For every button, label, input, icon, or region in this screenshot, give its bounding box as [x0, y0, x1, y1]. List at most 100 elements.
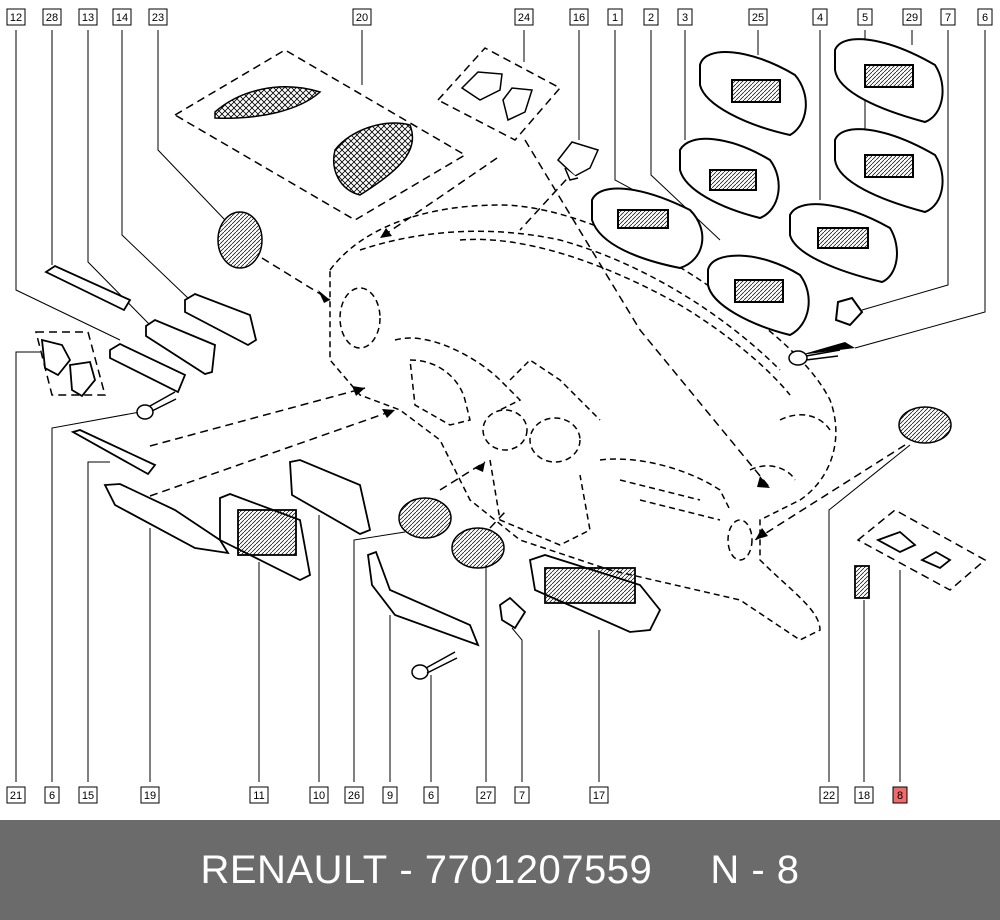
- callout-c6a: 6: [44, 786, 60, 804]
- callout-c7b: 7: [514, 786, 530, 804]
- callout-c25: 25: [748, 8, 768, 26]
- callout-c18: 18: [854, 786, 874, 804]
- callout-number: 22: [823, 790, 835, 802]
- callout-box: [854, 786, 874, 804]
- callout-number: 15: [82, 790, 94, 802]
- callout-box: [476, 786, 496, 804]
- callout-box: [249, 786, 269, 804]
- callout-box: [140, 786, 160, 804]
- callout-box: [977, 8, 993, 26]
- leader-line-c6a: [51, 411, 141, 782]
- leader-line-c15: [87, 461, 110, 782]
- leader-line-c7t: [861, 30, 949, 311]
- dashed-assembly-arrows: [35, 47, 987, 591]
- callout-box: [42, 8, 62, 26]
- vent-housings: [591, 38, 944, 337]
- callout-number: 2: [648, 12, 654, 24]
- callout-c28: 28: [42, 8, 62, 26]
- callout-box: [423, 786, 439, 804]
- callout-box: [344, 786, 364, 804]
- callout-number: 19: [144, 790, 156, 802]
- speaker-grilles: [214, 86, 414, 196]
- callout-c26: 26: [344, 786, 364, 804]
- callout-box: [514, 8, 534, 26]
- callout-box: [607, 8, 623, 26]
- callout-c12: 12: [6, 8, 26, 26]
- leader-line-c14: [121, 30, 191, 301]
- callout-number: 20: [356, 12, 368, 24]
- callout-c14: 14: [112, 8, 132, 26]
- callout-box: [514, 786, 530, 804]
- leader-line-c13: [87, 30, 151, 326]
- callout-box: [812, 8, 828, 26]
- callout-c29: 29: [902, 8, 922, 26]
- callout-c27: 27: [476, 786, 496, 804]
- callout-number: 28: [46, 12, 58, 24]
- callout-box: [78, 8, 98, 26]
- callout-number: 9: [387, 790, 393, 802]
- callout-box: [589, 786, 609, 804]
- callout-c17: 17: [589, 786, 609, 804]
- callout-number: 10: [313, 790, 325, 802]
- callout-number: 5: [862, 12, 868, 24]
- callout-c11: 11: [249, 786, 269, 804]
- callout-box: [940, 8, 956, 26]
- leader-line-c22: [828, 444, 911, 782]
- callout-c3: 3: [677, 8, 693, 26]
- callout-number: 4: [817, 12, 823, 24]
- callout-c13: 13: [78, 8, 98, 26]
- callout-c9: 9: [382, 786, 398, 804]
- callout-box: [6, 8, 26, 26]
- callout-box: [6, 786, 26, 804]
- callout-number: 8: [897, 790, 903, 802]
- callout-number: 29: [906, 12, 918, 24]
- screw-parts: [136, 349, 841, 680]
- callout-box: [309, 786, 329, 804]
- callout-number: 7: [945, 12, 951, 24]
- leader-line-c1: [614, 30, 681, 216]
- footer-position-label: N - 8: [710, 847, 800, 892]
- callout-number: 17: [593, 790, 605, 802]
- callout-box: [44, 786, 60, 804]
- round-vents: [217, 211, 952, 569]
- callout-c8: 8: [892, 786, 908, 804]
- callout-c20: 20: [352, 8, 372, 26]
- footer-separator: -: [387, 847, 425, 892]
- callout-number: 12: [10, 12, 22, 24]
- callout-box: [78, 786, 98, 804]
- leader-line-c7b: [511, 627, 523, 782]
- callout-number: 23: [152, 12, 164, 24]
- callout-c4: 4: [812, 8, 828, 26]
- callout-c22: 22: [819, 786, 839, 804]
- arrow-heads: [318, 228, 855, 540]
- left-trim-panels: [40, 264, 952, 647]
- callout-number: 21: [10, 790, 22, 802]
- leader-line-c6t: [854, 30, 986, 349]
- callout-box: [819, 786, 839, 804]
- callout-c7t: 7: [940, 8, 956, 26]
- callout-c6t: 6: [977, 8, 993, 26]
- footer-gap: [652, 848, 710, 893]
- callout-box: [902, 8, 922, 26]
- footer-brand: RENAULT: [200, 847, 388, 892]
- leader-line-c21: [15, 351, 40, 782]
- callout-box: [569, 8, 589, 26]
- callout-number: 3: [682, 12, 688, 24]
- callout-c2: 2: [643, 8, 659, 26]
- callout-box: [112, 8, 132, 26]
- callout-number: 7: [519, 790, 525, 802]
- callout-number: 6: [982, 12, 988, 24]
- callout-box: [677, 8, 693, 26]
- callout-c15: 15: [78, 786, 98, 804]
- callout-c23: 23: [148, 8, 168, 26]
- exploded-parts-diagram: 1228131423202416123254529762161519111026…: [6, 8, 993, 804]
- leader-line-c23: [157, 30, 226, 221]
- callout-number: 6: [428, 790, 434, 802]
- callout-number: 1: [612, 12, 618, 24]
- callout-c19: 19: [140, 786, 160, 804]
- callout-box: [382, 786, 398, 804]
- callout-c5: 5: [857, 8, 873, 26]
- callout-box: [748, 8, 768, 26]
